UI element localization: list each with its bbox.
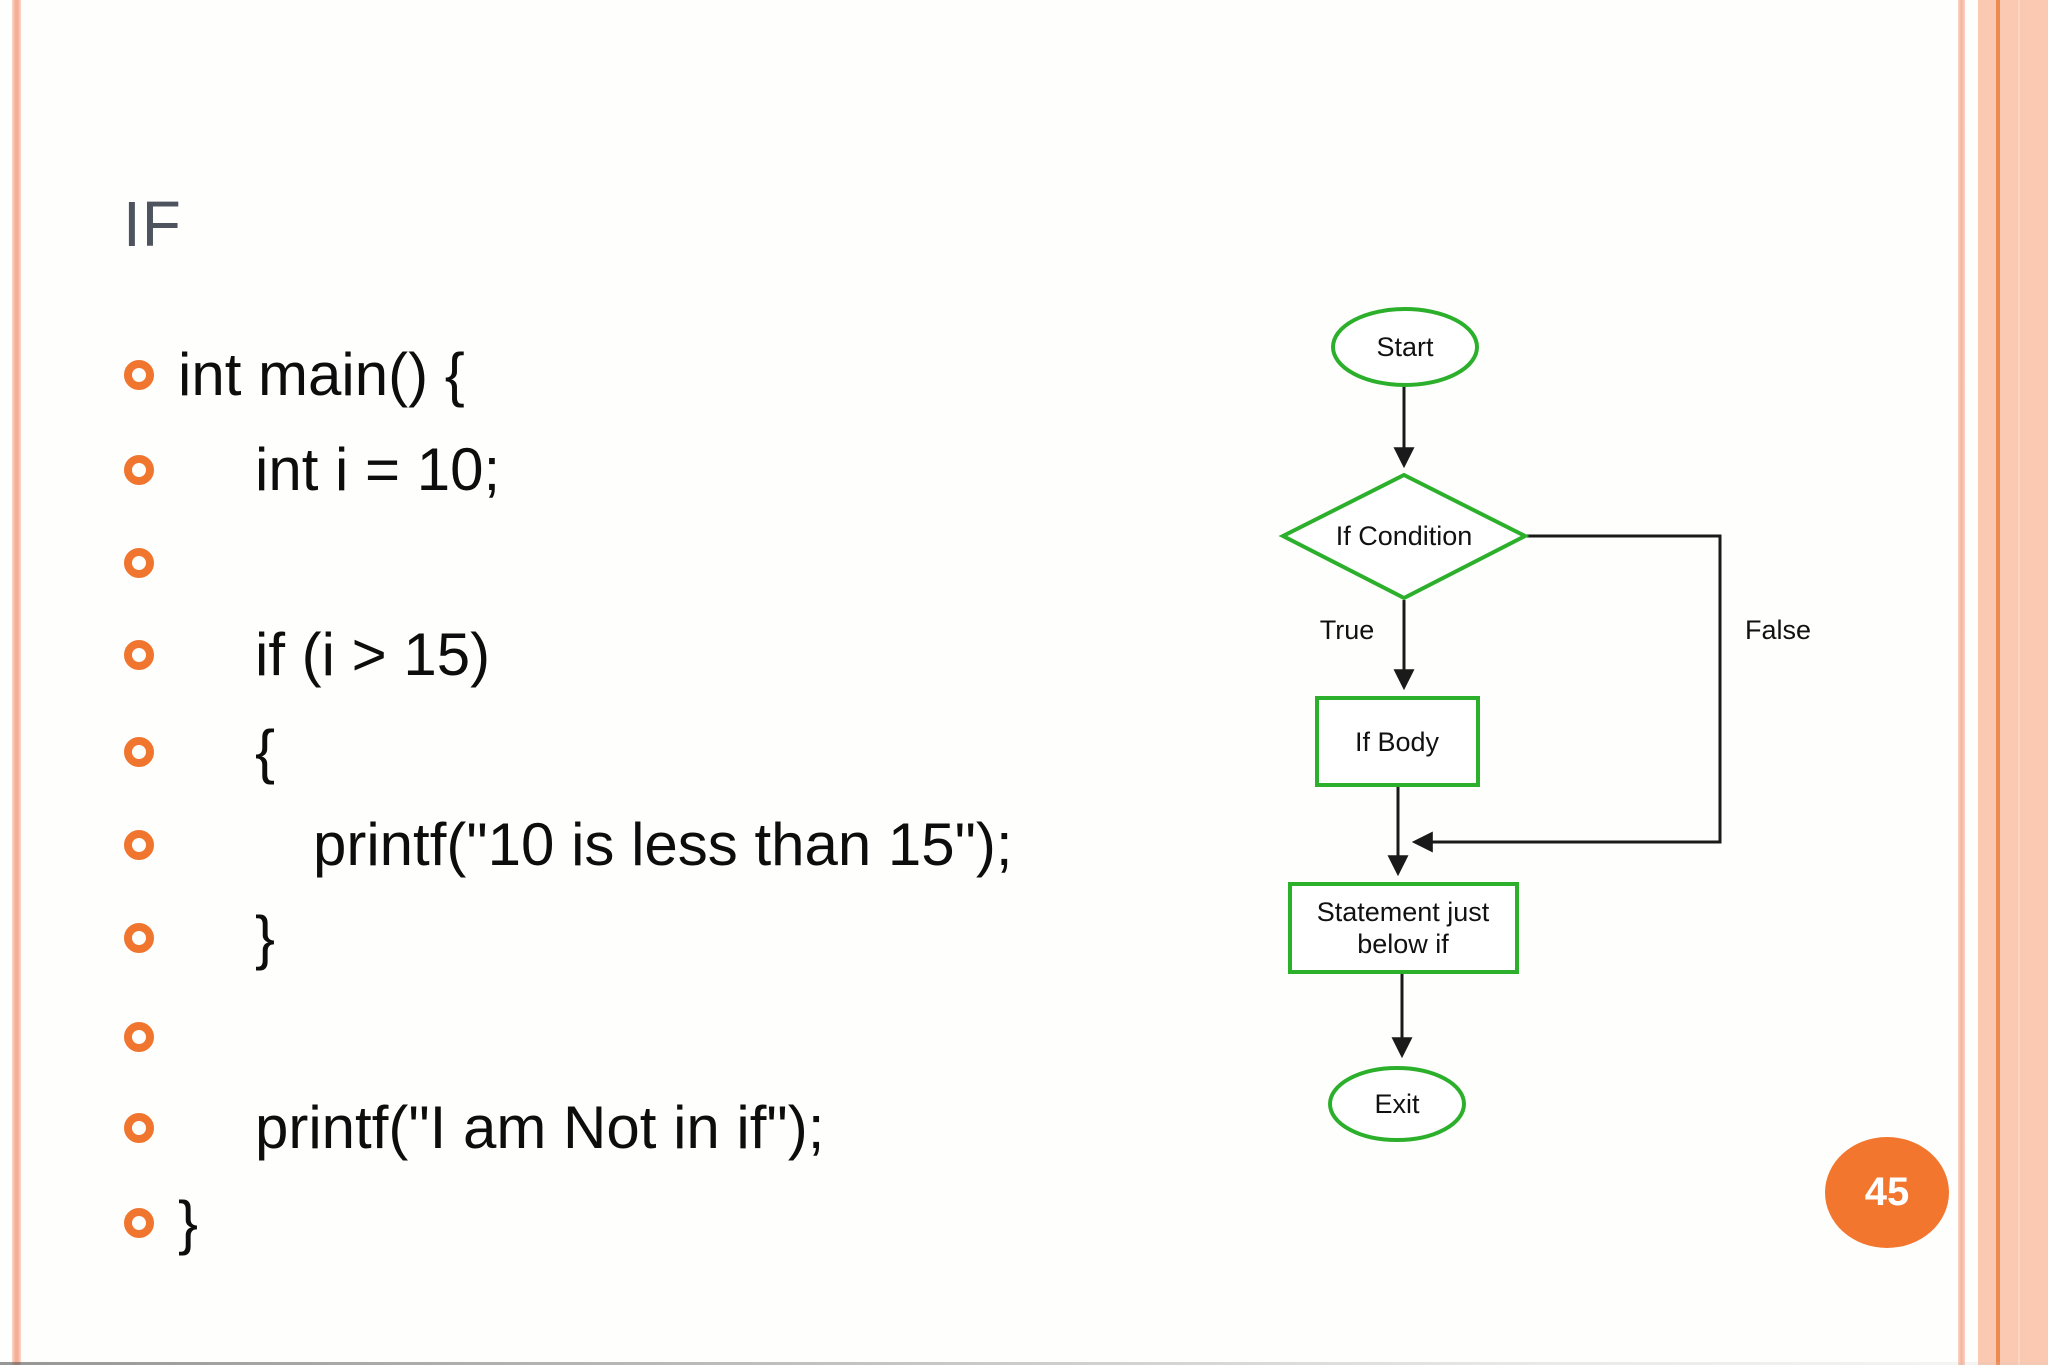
true-branch-label: True — [1320, 615, 1375, 645]
arrow-false-path — [1411, 534, 1722, 853]
start-node-label: Start — [1376, 332, 1434, 362]
page-number: 45 — [1864, 1170, 1910, 1214]
code-line-5: { — [0, 716, 1250, 788]
bullet-icon — [124, 548, 154, 578]
code-line-3 — [0, 527, 1250, 599]
code-line-1: int main() { — [0, 339, 1250, 411]
page-number-badge: 45 — [1825, 1137, 1949, 1248]
bullet-icon — [124, 1208, 154, 1238]
if-body-node — [1315, 696, 1480, 787]
page-title: IF — [123, 188, 182, 260]
bullet-icon — [124, 1113, 154, 1143]
code-line-7: } — [0, 902, 1250, 974]
condition-label: If Condition — [1336, 521, 1473, 551]
bullet-icon — [124, 737, 154, 767]
code-line-2: int i = 10; — [0, 434, 1250, 506]
bullet-icon — [124, 640, 154, 670]
statement-node — [1288, 882, 1519, 974]
code-text: printf("I am Not in if"); — [255, 1094, 825, 1161]
code-line-10: } — [0, 1187, 1250, 1259]
code-line-4: if (i > 15) — [0, 619, 1250, 691]
exit-node-label: Exit — [1374, 1089, 1420, 1119]
bottom-edge-line — [0, 1362, 2048, 1365]
code-line-8 — [0, 1001, 1250, 1073]
bullet-icon — [124, 923, 154, 953]
code-text: } — [255, 904, 276, 971]
statement-label-line1: Statement just — [1317, 897, 1490, 927]
code-text: printf("10 is less than 15"); — [313, 811, 1013, 878]
bullet-icon — [124, 455, 154, 485]
code-text: int i = 10; — [255, 436, 501, 503]
code-text: int main() { — [178, 341, 465, 408]
statement-label-line2: below if — [1357, 929, 1449, 959]
false-branch-label: False — [1745, 615, 1811, 645]
right-border-accent-line — [1996, 0, 2000, 1365]
code-line-9: printf("I am Not in if"); — [0, 1092, 1250, 1164]
exit-node — [1328, 1066, 1466, 1142]
right-border-band — [1978, 0, 2048, 1365]
right-border-soft-line — [2018, 0, 2020, 1365]
code-text: } — [178, 1189, 199, 1256]
code-text: if (i > 15) — [255, 621, 491, 688]
code-text: { — [255, 718, 276, 785]
if-body-label: If Body — [1355, 727, 1440, 757]
bullet-icon — [124, 1022, 154, 1052]
code-line-6: printf("10 is less than 15"); — [0, 809, 1250, 881]
bullet-icon — [124, 360, 154, 390]
start-node — [1331, 307, 1479, 387]
condition-diamond — [1278, 472, 1530, 601]
bullet-icon — [124, 830, 154, 860]
right-border-thin-stripe — [1958, 0, 1965, 1365]
left-border-stripe — [12, 0, 21, 1365]
